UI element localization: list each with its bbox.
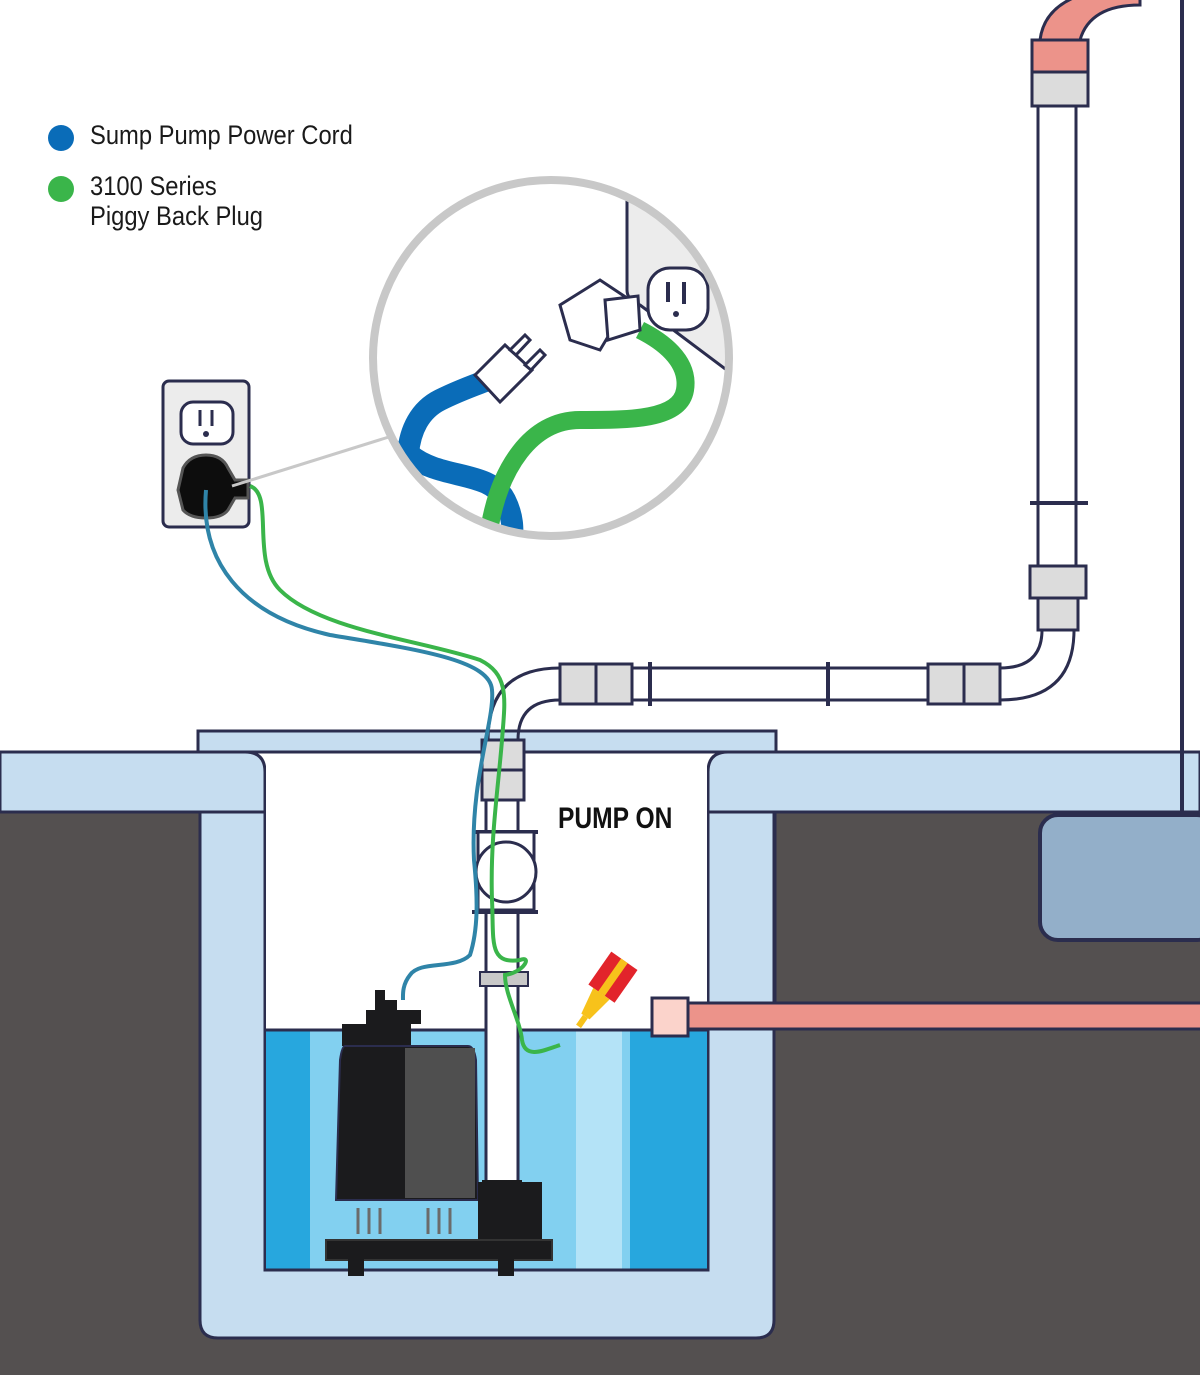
legend-label-line2: Piggy Back Plug bbox=[90, 201, 264, 231]
legend: Sump Pump Power Cord 3100 Series Piggy B… bbox=[48, 120, 389, 251]
callout-line bbox=[231, 434, 393, 488]
sump-pump bbox=[325, 990, 553, 1276]
copper-elbow bbox=[1038, 0, 1142, 42]
wall-outlet bbox=[161, 379, 251, 529]
legend-label: 3100 Series bbox=[90, 171, 217, 201]
legend-label: Sump Pump Power Cord bbox=[90, 120, 353, 150]
zoom-inset bbox=[369, 176, 733, 540]
check-valve bbox=[472, 830, 538, 914]
copper-fitting bbox=[1030, 38, 1090, 74]
zoom-power-plug bbox=[472, 332, 548, 405]
legend-swatch-blue bbox=[48, 125, 74, 151]
piggyback-plug-in-outlet bbox=[176, 453, 250, 520]
float-switch bbox=[576, 951, 638, 1029]
inlet-pipe bbox=[678, 1001, 1200, 1031]
inlet-fitting bbox=[650, 996, 690, 1038]
pipe-couplings bbox=[558, 662, 1002, 706]
piggyback-cord bbox=[248, 484, 561, 1054]
water-shine bbox=[576, 1030, 622, 1270]
pipe-elbow-2 bbox=[999, 629, 1076, 702]
legend-item-piggyback-plug: 3100 Series Piggy Back Plug bbox=[48, 171, 389, 231]
footing bbox=[1038, 813, 1200, 942]
vertical-pipe bbox=[1036, 98, 1078, 632]
zoom-outlet bbox=[646, 266, 710, 332]
zoom-piggyback-adapter bbox=[558, 278, 642, 352]
pump-status-label: PUMP ON bbox=[558, 802, 673, 835]
sump-pump-power-cord bbox=[203, 489, 495, 1001]
legend-swatch-green bbox=[48, 176, 74, 202]
sump-basin bbox=[198, 810, 776, 1340]
legend-item-power-cord: Sump Pump Power Cord bbox=[48, 120, 389, 151]
